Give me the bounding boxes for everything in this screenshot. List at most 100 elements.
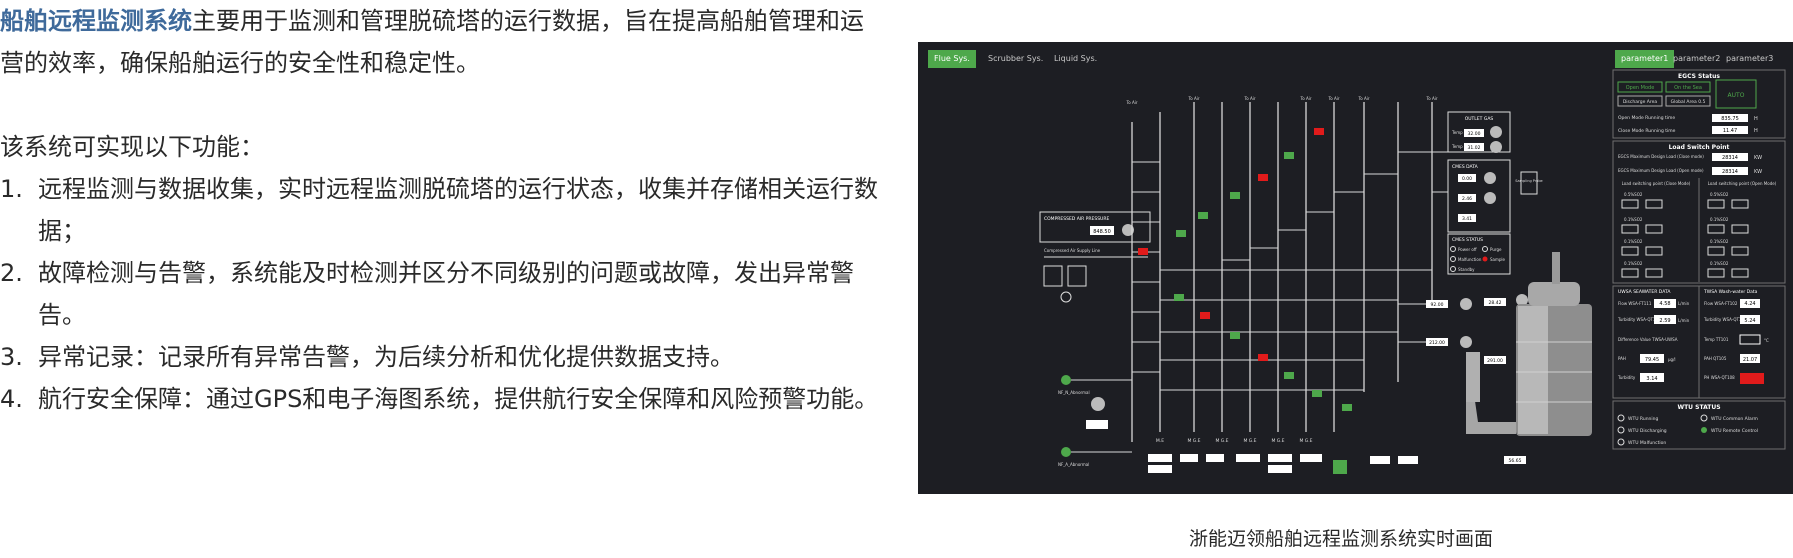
feature-number: 1. [0,175,23,203]
close-running-field [1712,126,1748,134]
pipe-bottom-label: M G.E [1215,438,1228,444]
intro-rest: 主要用于监测和管理脱硫塔的运行数据，旨在提高船舶管理和运营的效率，确保船舶运行的… [0,7,864,77]
so2-label-1: 0.5%SO2 [1624,192,1643,197]
max-design-open-value: 28314 [1722,169,1738,175]
open-running-label: Open Mode Running time [1618,115,1675,121]
flow-value: 4.58 [1659,301,1670,307]
pah2-value: 21.07 [1743,357,1757,363]
readout-5: 56.65 [1509,458,1522,464]
uwsa-title: UWSA SEAWATER DATA [1618,289,1671,295]
pipe-top-label: To Air [1188,96,1200,101]
feature-item: 4.航行安全保障：通过GPS和电子海图系统，提供航行安全保障和风险预警功能。 [0,378,880,420]
pah2-label: PAH QT105 [1704,356,1727,361]
pipe-bottom-label: M G.E [1271,438,1284,444]
feature-item: 1.远程监测与数据收集，实时远程监测脱硫塔的运行状态，收集并存储相关运行数据； [0,168,880,252]
feature-item: 2.故障检测与告警，系统能及时检测并区分不同级别的问题或故障，发出异常警告。 [0,252,880,336]
global-area-label: Global Area 0.5 [1671,99,1706,105]
on-the-sea-label: On the Sea [1674,85,1702,91]
max-design-open-field [1712,167,1748,175]
compressed-air-title: COMPRESSED AIR PRESSURE [1044,216,1109,222]
pipe-bottom-label: M.E [1156,438,1164,444]
egcs-title: EGCS Status [1678,73,1720,80]
readout-3: 291.00 [1487,358,1503,364]
cems-purge: Purge [1490,247,1502,252]
sampling-probe-label: Sampling Probe [1515,179,1542,183]
flow2-value: 4.24 [1744,301,1755,307]
max-design-close-label: EGCS Maximum Design Load (Close mode) [1618,154,1704,159]
tab-parameter3[interactable]: parameter3 [1726,54,1774,63]
pipe-top-label: To Air [1328,96,1340,101]
tab-parameter2[interactable]: parameter2 [1673,54,1721,63]
outlet-temp2-label: Temp [1451,144,1463,149]
turbidity-diff-label: Turbidity [1617,375,1636,380]
open-mode-label: Open Mode [1626,85,1655,91]
wtu-running: WTU Running [1628,416,1659,422]
gauge-icon [1091,397,1105,411]
intro-highlight: 船舶远程监测系统 [0,7,192,35]
nf-a-abnormal-label: NF_A_Abnormal [1058,462,1089,467]
egcs-status-panel: EGCS Status Open Mode On the Sea Dischar… [1612,69,1786,139]
cems-standby: Standby [1458,267,1475,272]
feature-number: 4. [0,385,23,413]
max-design-close-unit: KW [1754,155,1762,161]
outlet-gas-title: OUTLET GAS [1465,116,1494,122]
turbidity3-value: 5.24 [1744,318,1755,324]
temp-unit: °C [1764,338,1769,343]
cems-data-title: CMES DATA [1452,164,1479,170]
tab-liquid-sys[interactable]: Liquid Sys. [1054,54,1098,63]
abnormal-indicators: NF_N_Abnormal NF_A_Abnormal [1058,375,1132,467]
temp-label: Temp TT101 [1703,337,1729,342]
turbidity-value: 2.59 [1659,318,1670,324]
features-intro: 该系统可实现以下功能： [0,133,264,161]
outlet-temp1-value: 32.00 [1468,131,1481,137]
max-design-open-label: EGCS Maximum Design Load (Open mode) [1618,168,1704,173]
cems-malfunction: Malfunction [1458,257,1482,262]
pump-readouts: 92.00 212.00 291.00 28.42 56.65 [1086,294,1528,464]
cems-value-2: 2.46 [1462,196,1472,202]
load-switch-panel: Load Switch Point EGCS Maximum Design Lo… [1612,140,1786,284]
pipe-top-label: To Air [1300,96,1312,101]
monitoring-screenshot: Flue Sys. Scrubber Sys. Liquid Sys. para… [918,42,1793,494]
pipe-network: To Air To Air To Air To Air To Air To Ai… [1126,96,1448,444]
outlet-temp1-label: Temp [1451,130,1463,135]
max-design-open-unit: KW [1754,169,1762,175]
pipe-bottom-label: M G.E [1299,438,1312,444]
discharge-area-button[interactable] [1617,95,1663,107]
turbidity-unit: L/min [1678,318,1690,323]
feature-number: 2. [0,259,23,287]
global-area-button[interactable] [1665,95,1711,107]
so2-label-2: 0.1%SO2 [1624,217,1643,222]
tab-scrubber-sys[interactable]: Scrubber Sys. [988,54,1044,63]
close-mode-switch-label: Load switching point (Close Mode) [1622,181,1691,186]
outlet-gas-panel: OUTLET GAS Temp 32.00 Temp 31.02 CMES DA… [1447,111,1543,275]
compressed-air-panel: COMPRESSED AIR PRESSURE 848.50 Compresse… [1039,211,1151,303]
open-mode-button[interactable] [1617,81,1663,93]
process-diagram: EGCS Status Open Mode On the Sea Dischar… [1039,69,1786,474]
flow-label: Flow WSA-FT111 [1618,301,1652,306]
pipe-top-label: To Air [1426,96,1438,101]
scrubber-tower [1466,252,1592,436]
cems-power-off: Power off [1458,247,1477,252]
cems-value-3: 3.41 [1462,216,1472,222]
pah-value: 79.45 [1645,357,1659,363]
tab-parameter1[interactable]: parameter1 [1615,50,1675,68]
open-running-value: 835.75 [1721,116,1739,122]
open-mode-switch-label: Load switching point (Open Mode) [1708,181,1777,186]
close-running-unit: H [1754,128,1758,134]
compressed-air-value: 848.50 [1093,229,1111,235]
tab-flue-sys[interactable]: Flue Sys. [928,50,976,68]
compressed-air-sub: Compressed Air Supply Line [1044,248,1101,253]
auto-mode-label: AUTO [1728,92,1745,99]
wtu-malfunction: WTU Malfunction [1628,440,1666,446]
max-design-close-field [1712,153,1748,161]
ph-label: PH WSA-QT108 [1704,375,1735,380]
on-the-sea-button[interactable] [1665,81,1711,93]
feature-number: 3. [0,343,23,371]
ph-alarm-indicator [1740,373,1764,384]
twsa-title: TWSA Wash-water Data [1703,289,1758,295]
max-design-close-value: 28314 [1722,155,1738,161]
article-text: 船舶远程监测系统主要用于监测和管理脱硫塔的运行数据，旨在提高船舶管理和运营的效率… [0,0,880,420]
so2-label-3b: 0.1%SO2 [1710,239,1729,244]
close-running-label: Close Mode Running time [1618,128,1676,134]
open-running-unit: H [1754,116,1758,122]
